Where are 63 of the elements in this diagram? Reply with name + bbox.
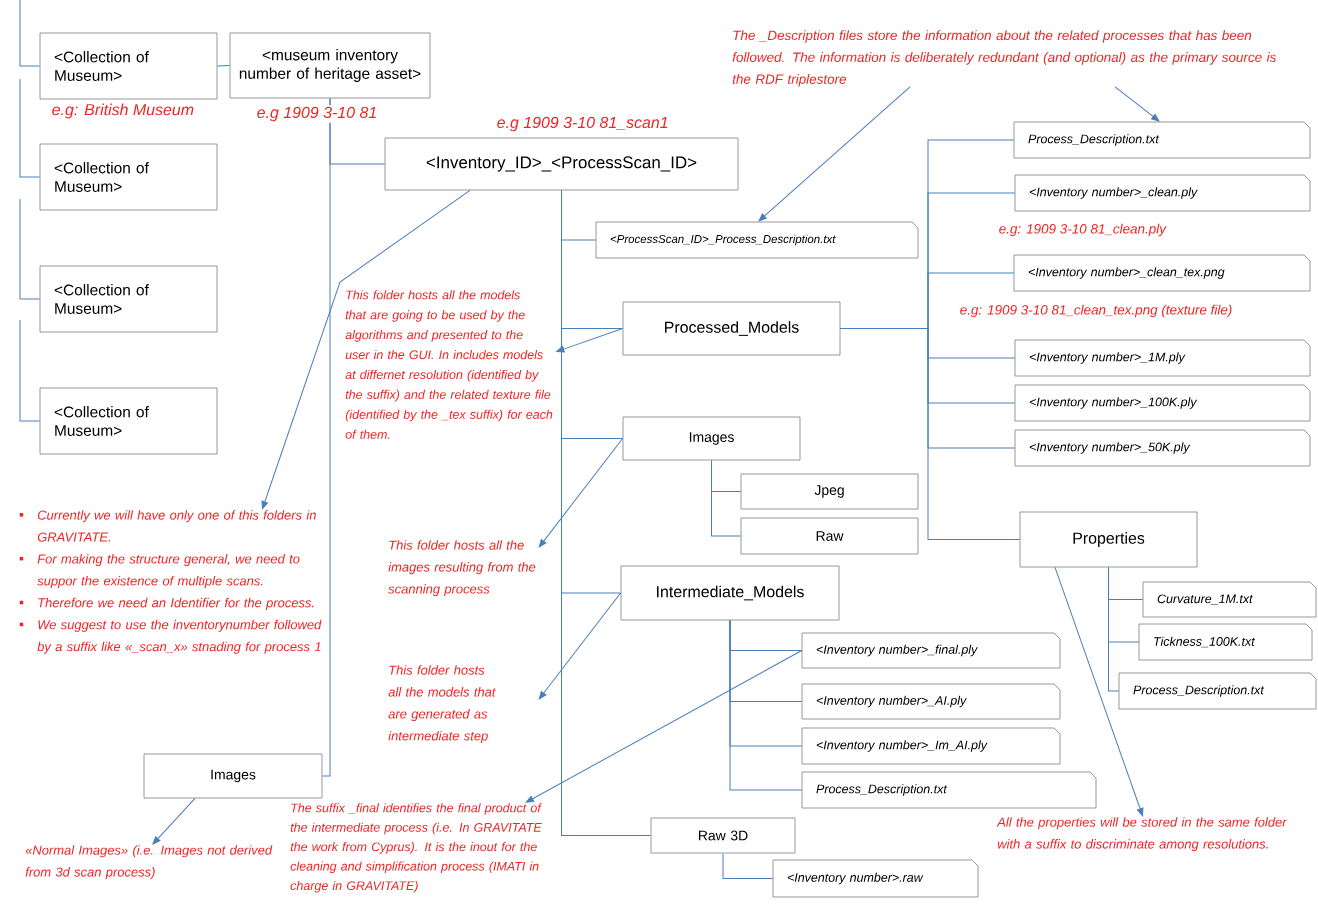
folder-box: <Collection of Museum> [39, 387, 218, 455]
file-box: Tickness_100K.txt [1138, 623, 1313, 661]
connector-line [561, 189, 652, 836]
file-box: <Inventory number>_clean.ply [1014, 174, 1311, 212]
file-box: <Inventory number>_final.ply [801, 632, 1061, 669]
folder-box: <Inventory_ID>_<ProcessScan_ID> [384, 137, 739, 191]
connector-line [216, 65, 231, 67]
file-box: <Inventory number>_1M.ply [1014, 339, 1311, 377]
file-box: <Inventory number>_50K.ply [1014, 429, 1311, 467]
annotation-text: «Normal Images» (i.e. Images not derived from 3d scan process) [25, 845, 273, 880]
example-label: e.g 1909 3-10 81_scan1 [495, 115, 671, 133]
arrow [525, 650, 803, 803]
connector-line [19, 198, 41, 300]
arrow [1114, 86, 1160, 122]
connector-line [19, 319, 41, 422]
bullet-list: Currently we will have only one of this folders in GRAVITATE. For making the structure general, we need to suppor the existence of multiple scans. Therefore we need an Identifier for the process. We suggest to use the inventorynumber followed by a suffix like «_scan_x» stnading for process 1 [19, 510, 322, 654]
file-box: <Inventory number>_Im_AI.ply [801, 727, 1061, 765]
file-box: Process_Description.txt [1118, 672, 1317, 710]
connector-line [722, 852, 774, 879]
arrow [556, 328, 624, 353]
file-box: <Inventory number>.raw [772, 859, 979, 898]
example-label: e.g: British Museum [50, 102, 196, 120]
folder-box: Intermediate_Models [620, 565, 840, 621]
file-box: <Inventory number>_AI.ply [801, 683, 1061, 720]
file-box: Process_Description.txt [1013, 121, 1311, 159]
folder-box: <Collection of Museum> [39, 265, 218, 333]
connector-line [321, 97, 331, 777]
folder-box: Images [622, 416, 801, 461]
connector-line [729, 619, 803, 791]
file-box: <Inventory number>_100K.ply [1014, 384, 1311, 422]
connector-line [711, 459, 742, 537]
folder-box: <Collection of Museum> [39, 32, 218, 100]
folder-box: Images [143, 753, 323, 799]
arrow [758, 86, 911, 222]
annotation-text: This folder hosts all the images resulting from the scanning process [388, 540, 536, 597]
arrow [1054, 566, 1144, 817]
folder-box: <museum inventory number of heritage asset> [229, 32, 431, 99]
arrow [261, 189, 471, 510]
folder-box: Raw 3D [650, 817, 796, 854]
annotation-text: The _Description files store the information about the related processes that has been followed. The information is deliberately redundant (and optional) as the primary source is the RDF triplestore [732, 30, 1277, 87]
annotation-text: All the properties will be stored in the same folder with a suffix to discriminate among resolutions. [996, 817, 1287, 852]
file-box: Process_Description.txt [801, 771, 1097, 809]
folder-box: Raw [740, 517, 919, 555]
folder-box: Processed_Models [622, 301, 841, 356]
arrow [538, 592, 622, 700]
file-box: <ProcessScan_ID>_Process_Description.txt [595, 221, 919, 259]
arrow [152, 797, 196, 845]
folder-box: Jpeg [740, 473, 919, 510]
arrow [538, 438, 624, 548]
file-box: Curvature_1M.txt [1142, 581, 1317, 618]
connector-line [1108, 566, 1120, 692]
connector-line [839, 328, 1021, 540]
example-label: e.g: 1909 3-10 81_clean.ply [997, 222, 1168, 238]
example-label: e.g 1909 3-10 81 [255, 105, 379, 123]
connector-line [19, 78, 41, 178]
annotation-text: This folder hosts all the models that are generated as intermediate step [388, 665, 496, 744]
file-box: <Inventory number>_clean_tex.png [1013, 254, 1311, 292]
connector-line [19, 0, 41, 67]
example-label: e.g: 1909 3-10 81_clean_tex.png (texture file) [958, 303, 1234, 319]
annotation-text: This folder hosts all the models that are going to be used by the algorithms and presented to the user in the GUI. In includes models at differnet resolution (identified by the suffix) and the related texture file (identified by the _tex suffix) for each of them. [345, 290, 553, 439]
folder-box: Properties [1019, 511, 1198, 568]
folder-box: <Collection of Museum> [39, 143, 218, 211]
annotation-text: The suffix _final identifies the final product of the intermediate process (i.e. In GRAVITATE the work from Cyprus). It is the inout for the cleaning and simplification process (IMATI in charge in GRAVITATE) [290, 803, 542, 893]
